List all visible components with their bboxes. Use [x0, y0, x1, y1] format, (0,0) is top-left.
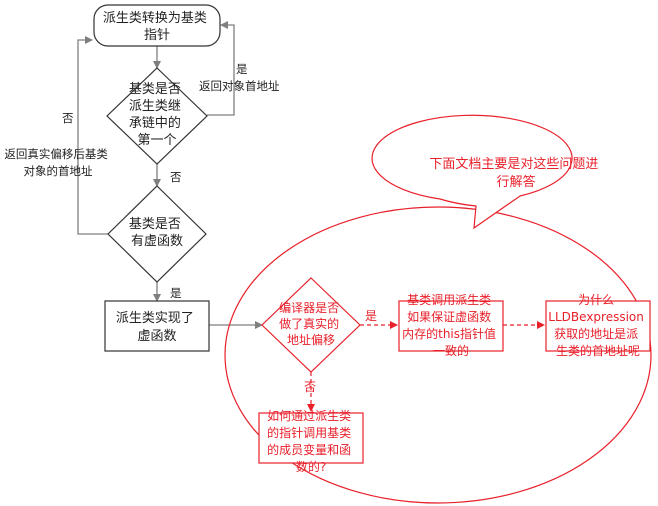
- decision1-node: [106, 67, 208, 165]
- decision2-node: [107, 185, 207, 283]
- no-label-2: 否: [170, 170, 182, 184]
- yes-label-3: 是: [365, 309, 377, 323]
- start-node-label: 派生类转换为基类 指针: [103, 11, 211, 43]
- callout-text: 下面文档主要是对这些问题进 行解答: [429, 156, 602, 190]
- implemented-node: [104, 300, 210, 352]
- yes-label-2: 是: [170, 286, 182, 300]
- return-first-address-label: 返回对象首地址: [199, 79, 280, 93]
- annotation-ellipse: [224, 206, 652, 504]
- same-value-label: 基类调用派生类 如果保证虚函数 内存的this指针值 一致的: [402, 293, 500, 358]
- implemented-label: 派生类实现了 虚函数: [116, 311, 198, 344]
- decision3-label: 编译器是否 做了真实的 地址偏移: [279, 300, 343, 347]
- yes-label-1: 是: [236, 62, 248, 76]
- decision1-label: 基类是否 派生类继 承链中的 第一个: [129, 82, 185, 148]
- access-label: 如何通过派生类 的指针调用基类 的成员变量和函 数的?: [267, 408, 355, 474]
- return-offset-address-label: 返回真实偏移后基类 对象的首地址: [4, 147, 111, 178]
- callout-bubble: [371, 114, 573, 230]
- no-label-3: 否: [304, 380, 316, 394]
- access-node: [258, 412, 364, 464]
- decision2-label: 基类是否 有虚函数: [129, 217, 185, 249]
- arrow-decision1-yes-loop: [207, 21, 235, 116]
- start-node: [93, 4, 221, 47]
- same-value-node: [398, 300, 504, 352]
- why-node: [545, 300, 651, 352]
- no-label-1: 否: [62, 111, 74, 125]
- arrow-decision2-no-loop: [77, 36, 109, 235]
- why-label: 为什么 LLDBexpression 获取的地址是派 生类的首地址呢: [548, 293, 647, 358]
